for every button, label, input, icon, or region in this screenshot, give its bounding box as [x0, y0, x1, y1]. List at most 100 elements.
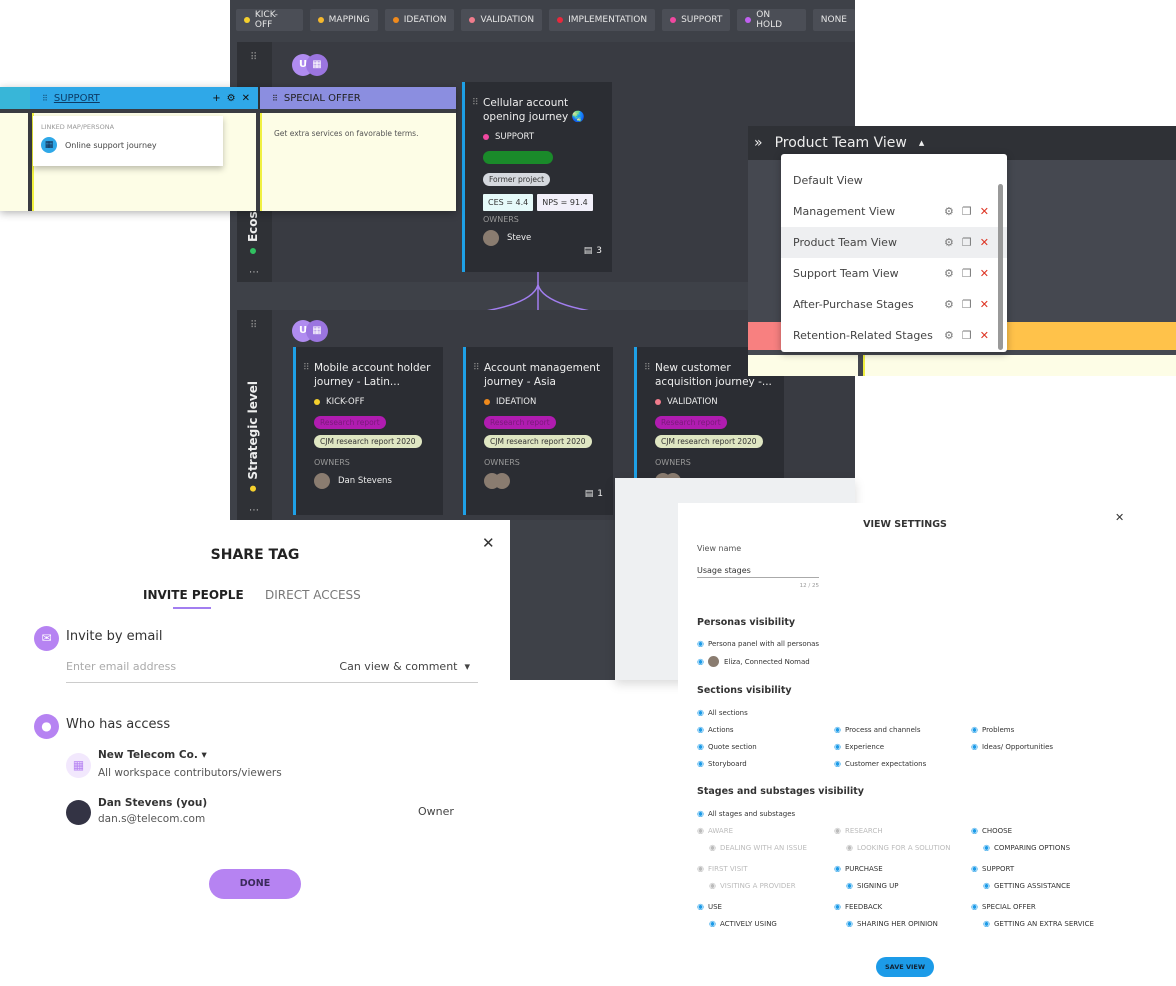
email-field[interactable]: Enter email address Can view & comment ▾: [66, 660, 478, 683]
view-menu-item[interactable]: Management View⚙❐✕: [793, 205, 989, 218]
gear-icon[interactable]: ⚙: [944, 267, 954, 280]
duplicate-icon[interactable]: ❐: [961, 298, 972, 311]
visibility-toggle[interactable]: ◉Actions: [697, 725, 734, 734]
linked-item[interactable]: ▦ Online support journey: [41, 137, 215, 153]
save-view-button[interactable]: SAVE VIEW: [876, 957, 934, 977]
visibility-toggle[interactable]: ◉Customer expectations: [834, 759, 927, 768]
close-icon[interactable]: ✕: [482, 534, 495, 552]
substage-toggle[interactable]: ◉ACTIVELY USING: [709, 919, 777, 928]
current-view[interactable]: Product Team View: [774, 135, 907, 151]
visibility-toggle[interactable]: ◉Storyboard: [697, 759, 747, 768]
duplicate-icon[interactable]: ❐: [961, 329, 972, 342]
stage-toggle[interactable]: ◉FEEDBACK: [834, 902, 883, 911]
more-icon[interactable]: ⋯: [249, 505, 259, 516]
delete-icon[interactable]: ✕: [979, 236, 989, 249]
substage-toggle[interactable]: ◉SIGNING UP: [846, 881, 899, 890]
substage-toggle[interactable]: ◉DEALING WITH AN ISSUE: [709, 843, 807, 852]
substage-toggle[interactable]: ◉GETTING AN EXTRA SERVICE: [983, 919, 1094, 928]
journey-card[interactable]: Cellular account opening journey 🌏 SUPPO…: [462, 82, 612, 272]
status-dot: [484, 399, 490, 405]
view-name-input[interactable]: Usage stages: [697, 566, 819, 578]
drag-handle-icon[interactable]: ⠿: [250, 52, 258, 63]
stage-filter[interactable]: VALIDATION: [461, 9, 543, 31]
duplicate-icon[interactable]: ❐: [961, 236, 972, 249]
stage-toggle[interactable]: ◉PURCHASE: [834, 864, 883, 873]
stage-toggle[interactable]: ◉SUPPORT: [971, 864, 1015, 873]
stage-filter[interactable]: IMPLEMENTATION: [549, 9, 656, 31]
delete-icon[interactable]: ✕: [979, 267, 989, 280]
close-icon[interactable]: ✕: [1115, 511, 1125, 524]
substage-toggle[interactable]: ◉GETTING ASSISTANCE: [983, 881, 1071, 890]
done-button[interactable]: DONE: [209, 869, 301, 899]
eye-icon: ◉: [709, 843, 716, 852]
nps-metric: NPS = 91.4: [537, 194, 593, 211]
delete-icon[interactable]: ✕: [979, 205, 989, 218]
visibility-toggle[interactable]: ◉Ideas/ Opportunities: [971, 742, 1054, 751]
view-menu-item[interactable]: Product Team View⚙❐✕: [781, 227, 1007, 258]
journey-card[interactable]: Mobile account holder journey - Latin...…: [293, 347, 443, 515]
visibility-toggle[interactable]: ◉Process and channels: [834, 725, 921, 734]
stage-filter[interactable]: IDEATION: [384, 9, 455, 31]
substage-toggle[interactable]: ◉SHARING HER OPINION: [846, 919, 938, 928]
duplicate-icon[interactable]: ❐: [961, 205, 972, 218]
scrollbar[interactable]: [998, 184, 1003, 350]
visibility-toggle[interactable]: ◉Persona panel with all personas: [697, 639, 820, 648]
notes-count[interactable]: ▤1: [584, 489, 603, 499]
visibility-toggle[interactable]: ◉Eliza, Connected Nomad: [697, 656, 810, 667]
lane-avatars[interactable]: U▦: [292, 320, 330, 342]
gear-icon[interactable]: ⚙: [944, 236, 954, 249]
drag-handle-icon[interactable]: ⠿: [250, 320, 258, 331]
expand-icon[interactable]: »: [754, 135, 763, 151]
eye-icon: ◉: [834, 902, 841, 911]
duplicate-icon[interactable]: ❐: [961, 267, 972, 280]
tab-invite-people[interactable]: INVITE PEOPLE: [143, 588, 244, 602]
stage-filter[interactable]: MAPPING: [309, 9, 378, 31]
gear-icon[interactable]: ⚙: [944, 298, 954, 311]
stage-toggle[interactable]: ◉RESEARCH: [834, 826, 883, 835]
visibility-toggle[interactable]: ◉Quote section: [697, 742, 757, 751]
delete-icon[interactable]: ✕: [979, 298, 989, 311]
workspace-name[interactable]: New Telecom Co. ▾: [98, 749, 207, 761]
column-title[interactable]: SUPPORT: [53, 92, 100, 104]
stage-toggle[interactable]: ◉SPECIAL OFFER: [971, 902, 1036, 911]
view-name-label: View name: [697, 544, 742, 553]
permission-select[interactable]: Can view & comment ▾: [339, 660, 470, 673]
stage-filter[interactable]: ON HOLD: [737, 9, 806, 31]
lane-avatars[interactable]: U▦: [292, 54, 330, 76]
journey-card[interactable]: Account management journey - AsiaIDEATIO…: [463, 347, 613, 515]
char-counter: 12 / 25: [799, 583, 819, 589]
column-header-special-offer[interactable]: ⠿SPECIAL OFFER: [260, 87, 456, 109]
visibility-toggle[interactable]: ◉Experience: [834, 742, 885, 751]
stage-filter[interactable]: SUPPORT: [662, 9, 731, 31]
tab-direct-access[interactable]: DIRECT ACCESS: [265, 588, 361, 602]
stage-filter[interactable]: KICK-OFF: [236, 9, 303, 31]
caret-up-icon[interactable]: ▲: [918, 139, 925, 147]
delete-icon[interactable]: ✕: [979, 329, 989, 342]
stage-toggle[interactable]: ◉FIRST VISIT: [697, 864, 748, 873]
gear-icon[interactable]: ⚙: [944, 205, 954, 218]
view-menu-item[interactable]: Default View: [793, 174, 863, 187]
eye-icon: ◉: [846, 919, 853, 928]
view-menu-item[interactable]: After-Purchase Stages⚙❐✕: [793, 298, 989, 311]
gear-icon[interactable]: ⚙: [944, 329, 954, 342]
notes-count[interactable]: ▤3: [583, 246, 602, 256]
card-status: KICK-OFF: [326, 397, 365, 407]
visibility-toggle[interactable]: ◉All sections: [697, 708, 748, 717]
gear-icon[interactable]: ⚙: [226, 92, 236, 104]
eye-icon: ◉: [697, 657, 704, 666]
stage-toggle[interactable]: ◉USE: [697, 902, 722, 911]
view-menu-item[interactable]: Retention-Related Stages⚙❐✕: [793, 329, 989, 342]
more-icon[interactable]: ⋯: [249, 267, 259, 278]
close-icon[interactable]: ✕: [241, 92, 250, 104]
substage-toggle[interactable]: ◉COMPARING OPTIONS: [983, 843, 1071, 852]
view-menu-item[interactable]: Support Team View⚙❐✕: [793, 267, 989, 280]
visibility-toggle[interactable]: ◉Problems: [971, 725, 1015, 734]
substage-toggle[interactable]: ◉VISITING A PROVIDER: [709, 881, 796, 890]
substage-toggle[interactable]: ◉LOOKING FOR A SOLUTION: [846, 843, 951, 852]
visibility-toggle[interactable]: ◉All stages and substages: [697, 809, 796, 818]
column-header-support[interactable]: ⠿SUPPORT +⚙✕: [30, 87, 258, 109]
stage-toggle[interactable]: ◉AWARE: [697, 826, 734, 835]
add-icon[interactable]: +: [212, 92, 221, 104]
stage-filter[interactable]: NONE: [812, 9, 855, 31]
stage-toggle[interactable]: ◉CHOOSE: [971, 826, 1013, 835]
